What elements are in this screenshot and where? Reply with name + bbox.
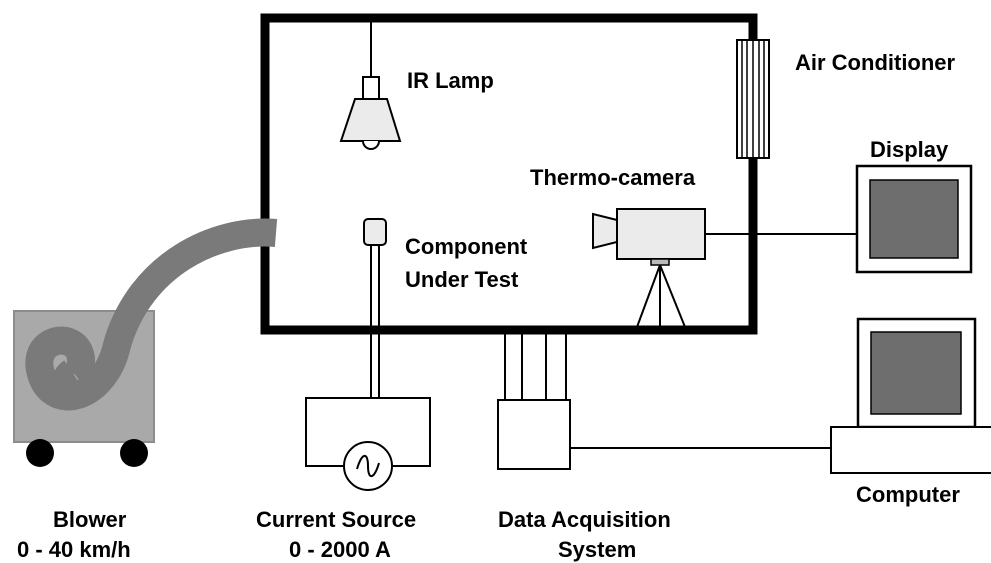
- component-label-line2: Under Test: [405, 267, 519, 292]
- air-conditioner-label: Air Conditioner: [795, 50, 956, 75]
- component-under-test-icon: [363, 218, 387, 398]
- thermo-camera-icon: [592, 208, 706, 328]
- data-acquisition-icon: [497, 334, 571, 470]
- current-source-label-line1: Current Source: [256, 507, 416, 532]
- blower-label-line2: 0 - 40 km/h: [17, 537, 131, 562]
- daq-label-line1: Data Acquisition: [498, 507, 671, 532]
- thermo-camera-label: Thermo-camera: [530, 165, 696, 190]
- ir-lamp-label: IR Lamp: [407, 68, 494, 93]
- test-chamber: [260, 13, 758, 335]
- current-source-label-line2: 0 - 2000 A: [289, 537, 391, 562]
- daq-label-line2: System: [558, 537, 636, 562]
- display-label: Display: [870, 137, 949, 162]
- ir-lamp-icon: [339, 22, 402, 150]
- air-conditioner-icon: [736, 39, 770, 159]
- display-icon: [855, 164, 973, 274]
- blower-icon: [13, 218, 278, 467]
- blower-label-line1: Blower: [53, 507, 127, 532]
- component-label-line1: Component: [405, 234, 528, 259]
- computer-label: Computer: [856, 482, 960, 507]
- computer-icon: [830, 317, 991, 474]
- current-source-icon: [305, 397, 431, 491]
